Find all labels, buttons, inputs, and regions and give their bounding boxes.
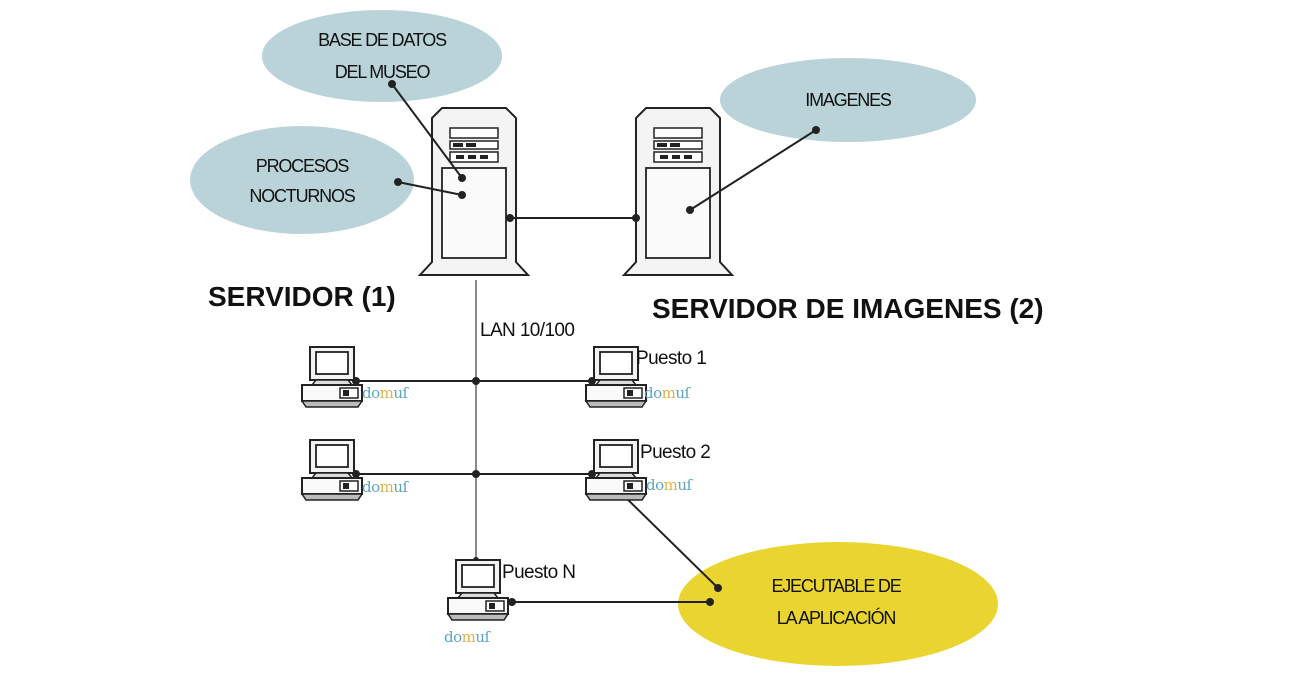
domus-logo: domuſ xyxy=(646,476,694,494)
computer-workstation-icon xyxy=(301,346,363,408)
imagenes-bubble xyxy=(720,58,976,142)
procesos-bubble-line1: PROCESOS xyxy=(256,156,350,176)
imagenes-bubble-line1: IMAGENES xyxy=(805,90,892,110)
server-main-label: SERVIDOR (1) xyxy=(208,281,396,312)
ejecutable-bubble-line1: EJECUTABLE DE xyxy=(771,576,901,596)
ejecutable-bubble-line2: LA APLICACIÓN xyxy=(777,607,896,628)
puesto-2-label: Puesto 2 xyxy=(640,442,710,463)
database-bubble-line2: DEL MUSEO xyxy=(335,62,431,82)
svg-text:domuſ: domuſ xyxy=(362,478,410,496)
server-images-label: SERVIDOR DE IMAGENES (2) xyxy=(652,293,1044,324)
domus-logo: domuſ xyxy=(644,384,692,402)
server-tower-icon xyxy=(623,107,733,276)
ejecutable-bubble xyxy=(678,542,998,666)
computer-workstation-icon xyxy=(301,439,363,501)
svg-text:domuſ: domuſ xyxy=(644,384,692,402)
puesto-1-label: Puesto 1 xyxy=(636,348,706,369)
procesos-bubble xyxy=(190,126,414,234)
server-tower-icon xyxy=(419,107,529,276)
puesto-n-label: Puesto N xyxy=(502,562,575,583)
svg-text:domuſ: domuſ xyxy=(444,628,492,646)
svg-text:domuſ: domuſ xyxy=(362,384,410,402)
svg-text:domuſ: domuſ xyxy=(646,476,694,494)
domus-logo: domuſ xyxy=(444,628,492,646)
lan-label: LAN 10/100 xyxy=(480,320,574,341)
domus-logo: domuſ xyxy=(362,384,410,402)
database-bubble xyxy=(262,10,502,102)
procesos-bubble-line2: NOCTURNOS xyxy=(249,186,355,206)
domus-logo: domuſ xyxy=(362,478,410,496)
computer-workstation-icon xyxy=(585,439,647,501)
computer-workstation-icon xyxy=(447,559,509,621)
database-bubble-line1: BASE DE DATOS xyxy=(318,30,447,50)
